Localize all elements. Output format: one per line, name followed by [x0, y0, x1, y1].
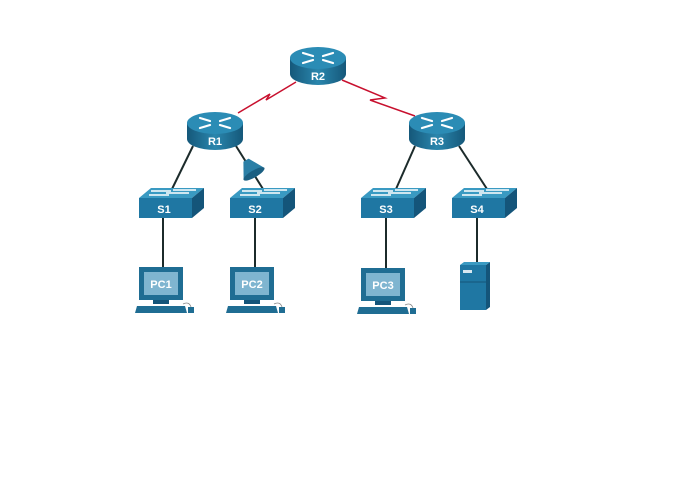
router-label: R1 [208, 136, 222, 148]
router-r2[interactable]: R2 [288, 45, 348, 87]
switch-s1[interactable]: S1 [138, 187, 205, 219]
pc-pc1[interactable]: PC1 [134, 266, 195, 314]
serial-link-r2-r1 [237, 81, 297, 114]
serial-link-r2-r3 [341, 79, 416, 117]
switch-label: S4 [470, 204, 484, 216]
pc-label: PC2 [241, 279, 262, 291]
link-r1-s1 [171, 145, 194, 190]
router-label: R2 [311, 71, 325, 83]
router-r1[interactable]: R1 [185, 110, 245, 152]
pc-pc2[interactable]: PC2 [225, 266, 286, 314]
sniffer-icon[interactable] [236, 154, 267, 183]
switch-s3[interactable]: S3 [360, 187, 427, 219]
link-r3-s4 [458, 145, 488, 190]
router-label: R3 [430, 136, 444, 148]
links [162, 79, 488, 268]
router-r3[interactable]: R3 [407, 110, 467, 152]
pc-label: PC1 [150, 279, 171, 291]
pc-pc3[interactable]: PC3 [356, 267, 417, 315]
switch-s2[interactable]: S2 [229, 187, 296, 219]
switch-label: S2 [248, 204, 261, 216]
switch-label: S3 [379, 204, 392, 216]
link-r3-s3 [395, 145, 416, 190]
pc-label: PC3 [372, 280, 393, 292]
server-icon[interactable] [460, 262, 490, 310]
switch-label: S1 [157, 204, 170, 216]
switch-s4[interactable]: S4 [451, 187, 518, 219]
